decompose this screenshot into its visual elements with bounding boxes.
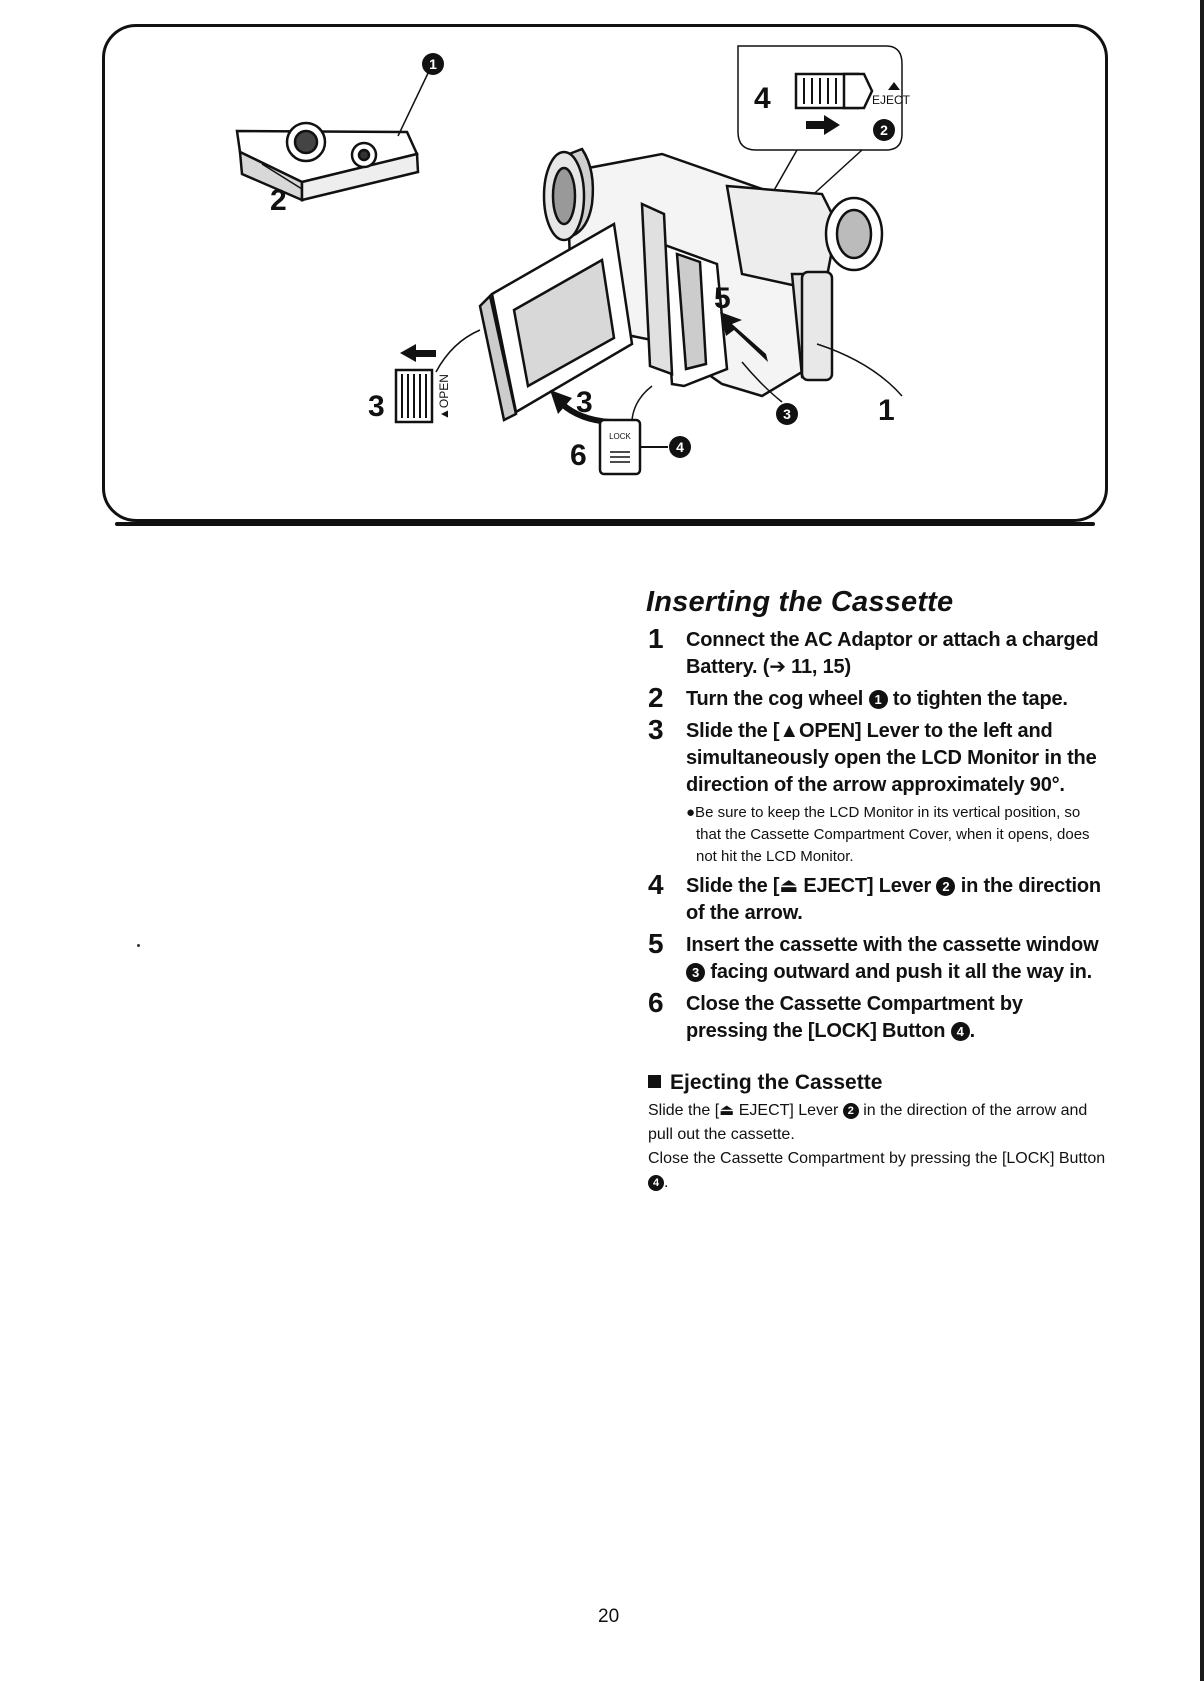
ejecting-section: Ejecting the Cassette Slide the [⏏ EJECT…: [648, 1071, 1108, 1195]
callout-num-2: 2: [270, 184, 287, 217]
arrow-left-icon: [400, 344, 436, 362]
open-label: ▲OPEN: [437, 374, 451, 420]
callout-circle-3: 3: [776, 403, 798, 425]
open-lever-icon: [394, 368, 434, 424]
eject-slider-icon: [794, 72, 874, 110]
insert-arrow-icon: [720, 312, 768, 362]
step-1: 1 Connect the AC Adaptor or attach a cha…: [648, 623, 1108, 681]
square-bullet-icon: [648, 1075, 661, 1088]
step-3: 3 Slide the [▲OPEN] Lever to the left an…: [648, 714, 1108, 868]
callout-circle-4: 4: [669, 436, 691, 458]
stray-dot: [137, 944, 140, 947]
callout-circle: 4: [950, 1022, 970, 1041]
step-number: 4: [648, 869, 664, 900]
step-text: Insert the cassette with the cassette wi…: [686, 934, 1099, 983]
callout-num-5: 5: [714, 282, 731, 315]
instructions-section: Inserting the Cassette 1 Connect the AC …: [646, 586, 1108, 1195]
callout-num-3: 3: [368, 390, 385, 423]
arrow-right-icon: [806, 115, 840, 135]
callout-circle: 3: [686, 963, 705, 982]
step-number: 2: [648, 682, 664, 713]
callout-circle-1: 1: [422, 53, 444, 75]
eject-paragraph-2: Close the Cassette Compartment by pressi…: [648, 1150, 1106, 1191]
cassette-tape-icon: [235, 121, 420, 202]
figure-frame: [102, 24, 1108, 526]
callout-circle-2-text: 2: [880, 122, 888, 138]
callout-circle: 4: [648, 1175, 664, 1191]
reference-arrow-icon: ➔: [769, 656, 786, 678]
callout-num-6: 6: [570, 439, 587, 472]
callout-circle: 2: [842, 1103, 859, 1119]
step-5: 5 Insert the cassette with the cassette …: [648, 928, 1108, 986]
step-text: Slide the [⏏ EJECT] Lever 2 in the direc…: [686, 875, 1101, 924]
step-text: Connect the AC Adaptor or attach a charg…: [686, 629, 1099, 678]
lock-label: LOCK: [609, 432, 631, 441]
callout-num-3b: 3: [576, 386, 593, 419]
step-text: Close the Cassette Compartment by pressi…: [686, 993, 1023, 1042]
callout-num-1: 1: [878, 394, 895, 427]
section-title: Inserting the Cassette: [646, 586, 954, 618]
step-text: Slide the [▲OPEN] Lever to the left and …: [686, 720, 1097, 796]
step-6: 6 Close the Cassette Compartment by pres…: [648, 987, 1108, 1045]
leader-line: [435, 329, 481, 373]
steps-list: 1 Connect the AC Adaptor or attach a cha…: [648, 623, 1108, 1045]
leader-line: [816, 343, 903, 397]
leader-line: [741, 361, 783, 403]
lock-button-icon: [598, 418, 642, 476]
camcorder-icon: [478, 147, 884, 422]
step-2: 2 Turn the cog wheel 1 to tighten the ta…: [648, 682, 1108, 713]
callout-circle-1-text: 1: [429, 56, 437, 72]
step-note: ●Be sure to keep the LCD Monitor in its …: [686, 804, 1090, 865]
callout-circle: 1: [868, 690, 888, 709]
eject-paragraph-1: Slide the [⏏ EJECT] Lever 2 in the direc…: [648, 1102, 1088, 1143]
callout-circle: 2: [936, 877, 956, 896]
page-number: 20: [598, 1606, 620, 1627]
callout-num-4: 4: [754, 82, 771, 115]
callout-circle-2: 2: [873, 119, 895, 141]
callout-circle-4-text: 4: [676, 439, 684, 455]
step-text: Turn the cog wheel 1 to tighten the tape…: [686, 688, 1068, 710]
leader-line: [631, 385, 653, 421]
subsection-title: Ejecting the Cassette: [648, 1071, 1108, 1095]
page-edge-bar: [1200, 0, 1204, 1681]
step-4: 4 Slide the [⏏ EJECT] Lever 2 in the dir…: [648, 869, 1108, 927]
callout-circle-3-text: 3: [783, 406, 791, 422]
step-number: 3: [648, 714, 664, 745]
camcorder-illustration: 1 2 4 EJECT 2: [235, 45, 911, 476]
step-number: 6: [648, 987, 664, 1018]
eject-triangle-icon: [888, 82, 900, 90]
step-number: 1: [648, 623, 664, 654]
step-number: 5: [648, 928, 664, 959]
leader-line: [397, 68, 431, 137]
eject-label: EJECT: [872, 93, 911, 107]
